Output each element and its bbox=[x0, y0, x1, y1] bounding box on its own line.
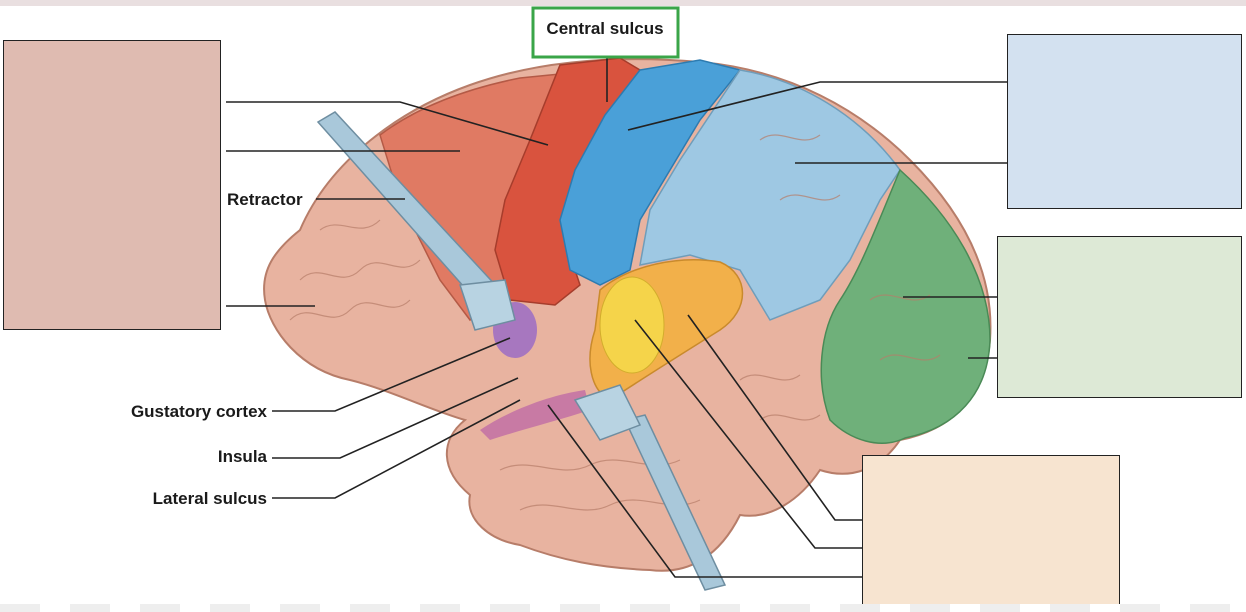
bottom-frame-strip bbox=[0, 604, 1246, 612]
answer-box-parietal[interactable] bbox=[1007, 34, 1242, 209]
insula-label: Insula bbox=[218, 447, 268, 466]
lateral-sulcus-label: Lateral sulcus bbox=[153, 489, 267, 508]
retractor-lower-shaft bbox=[623, 414, 727, 591]
central-sulcus-label: Central sulcus bbox=[546, 19, 663, 38]
parietal-region bbox=[639, 69, 901, 321]
central-sulcus-box bbox=[531, 6, 680, 59]
occipital-region bbox=[820, 168, 991, 444]
leader-lines bbox=[226, 57, 1008, 578]
top-frame-strip bbox=[0, 0, 1246, 6]
retractor-lower-blade bbox=[573, 384, 642, 441]
lateral-sulcus-region bbox=[480, 390, 590, 440]
retractor-upper-blade bbox=[458, 279, 516, 331]
primary-auditory-region bbox=[599, 276, 665, 374]
answer-box-occipital[interactable] bbox=[997, 236, 1242, 398]
retractor-label: Retractor bbox=[227, 190, 303, 209]
answer-box-temporal[interactable] bbox=[862, 455, 1120, 607]
answer-box-frontal[interactable] bbox=[3, 40, 221, 330]
gustatory-cortex-label: Gustatory cortex bbox=[131, 402, 268, 421]
